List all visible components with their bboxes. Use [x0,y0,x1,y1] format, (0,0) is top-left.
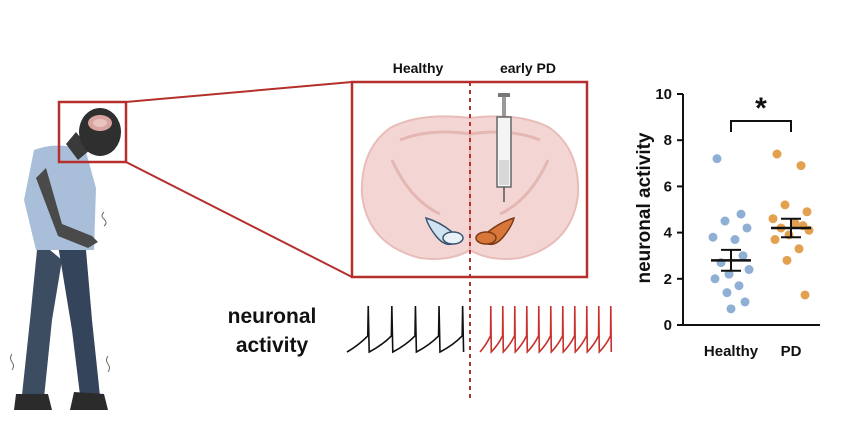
data-point [782,255,792,265]
data-point [710,274,720,284]
early-pd-panel-label: early PD [500,60,556,76]
syringe-icon [496,93,512,202]
data-point [802,207,812,217]
mean-sem-bars [711,217,811,272]
y-tick-label: 0 [664,317,672,334]
significance-label: * [755,92,767,125]
activity-label-line2: activity [236,334,309,357]
activity-trace-line [479,305,613,354]
data-point [772,149,782,159]
person-icon [10,108,121,410]
y-tick-label: 4 [664,225,673,242]
data-point [738,251,748,261]
scatter-chart: neuronal activity 0 2 4 6 8 10 Healthy PD * [634,86,820,360]
data-point [736,209,746,219]
x-tick-label: Healthy [704,343,759,360]
head-highlight-box [57,100,128,164]
data-point [794,244,804,254]
y-tick-label: 10 [655,86,672,103]
data-point [740,297,750,307]
y-axis-label: neuronal activity [634,132,655,283]
data-point [730,235,740,245]
data-point [790,218,800,228]
data-point [770,235,780,245]
pd-activity-trace [479,305,613,354]
data-points [708,149,814,314]
activity-trace-line [346,305,465,354]
y-tick-label: 8 [664,132,672,149]
significance-bracket: * [730,92,792,132]
y-tick-label: 6 [664,178,672,195]
data-point [722,288,732,298]
data-point [720,216,730,226]
data-point [780,200,790,210]
healthy-activity-trace [346,305,465,354]
data-point [708,232,718,242]
x-tick-label: PD [781,343,802,360]
data-point [742,223,752,233]
data-point [800,290,810,300]
data-point [724,269,734,279]
x-ticks: Healthy PD [704,343,802,360]
activity-label-line1: neuronal [228,305,317,328]
data-point [768,214,778,224]
data-point [744,265,754,275]
data-point [796,161,806,171]
y-tick-label: 2 [664,271,672,288]
healthy-panel-label: Healthy [393,60,444,76]
y-ticks: 0 2 4 6 8 10 [655,86,683,334]
data-point [712,154,722,164]
data-point [734,281,744,291]
data-point [726,304,736,314]
